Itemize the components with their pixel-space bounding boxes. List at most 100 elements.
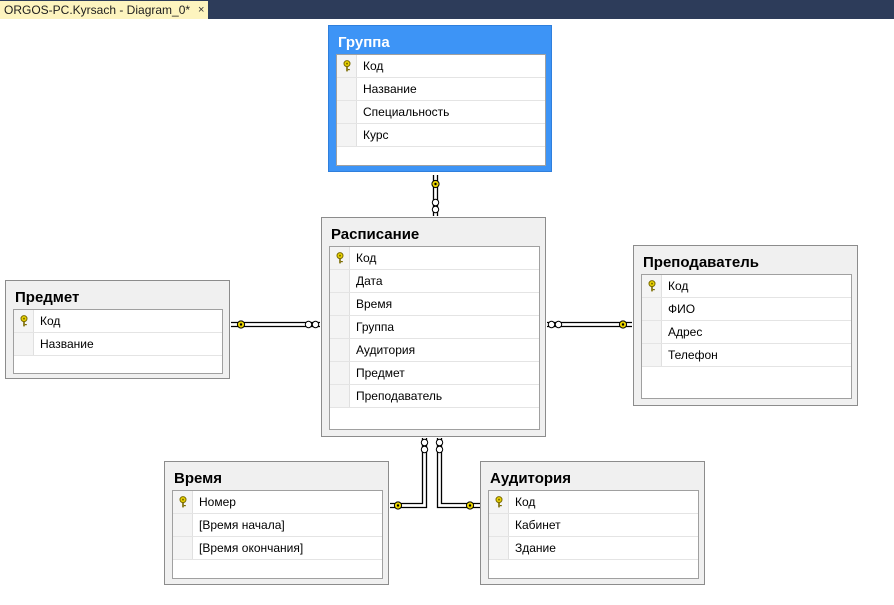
row-selector[interactable] bbox=[337, 78, 357, 100]
column-row[interactable]: Аудитория bbox=[330, 339, 539, 362]
row-selector[interactable] bbox=[330, 247, 350, 269]
column-row[interactable]: Название bbox=[14, 333, 222, 356]
column-name: Дата bbox=[356, 274, 383, 288]
row-selector[interactable] bbox=[330, 293, 350, 315]
column-row[interactable]: Код bbox=[489, 491, 698, 514]
diagram-tab[interactable]: ORGOS-PC.Kyrsach - Diagram_0* × bbox=[0, 1, 209, 19]
row-selector[interactable] bbox=[14, 333, 34, 355]
table-title: Время bbox=[174, 470, 222, 487]
column-row[interactable]: Телефон bbox=[642, 344, 851, 367]
column-row[interactable]: Здание bbox=[489, 537, 698, 560]
column-row[interactable]: Код bbox=[330, 247, 539, 270]
column-name: Код bbox=[40, 314, 61, 328]
row-selector[interactable] bbox=[330, 339, 350, 361]
table-title: Аудитория bbox=[490, 470, 571, 487]
column-name: ФИО bbox=[668, 302, 696, 316]
relation-predmet-raspisanie[interactable] bbox=[231, 320, 320, 329]
column-name: Название bbox=[363, 82, 417, 96]
title-bar: ORGOS-PC.Kyrsach - Diagram_0* × bbox=[0, 0, 894, 19]
column-name: Курс bbox=[363, 128, 389, 142]
column-name: Аудитория bbox=[356, 343, 416, 357]
column-name: Название bbox=[40, 337, 94, 351]
row-selector[interactable] bbox=[642, 298, 662, 320]
row-selector[interactable] bbox=[337, 55, 357, 77]
row-selector[interactable] bbox=[14, 310, 34, 332]
relation-prepodavatel-raspisanie[interactable] bbox=[547, 320, 632, 329]
row-selector[interactable] bbox=[337, 101, 357, 123]
column-name: Предмет bbox=[356, 366, 405, 380]
relation-gruppa-raspisanie[interactable] bbox=[431, 175, 440, 216]
row-selector[interactable] bbox=[337, 124, 357, 146]
primary-key-icon bbox=[647, 280, 657, 292]
column-name: [Время начала] bbox=[199, 518, 285, 532]
relation-auditoriya-raspisanie[interactable] bbox=[435, 438, 480, 510]
column-name: Код bbox=[668, 279, 689, 293]
column-row[interactable]: Название bbox=[337, 78, 545, 101]
table-title: Предмет bbox=[15, 289, 80, 306]
row-selector[interactable] bbox=[173, 537, 193, 559]
column-name: Кабинет bbox=[515, 518, 561, 532]
row-selector[interactable] bbox=[489, 514, 509, 536]
primary-key-icon bbox=[19, 315, 29, 327]
row-selector[interactable] bbox=[173, 514, 193, 536]
relation-vremya-raspisanie[interactable] bbox=[390, 438, 429, 510]
row-selector[interactable] bbox=[642, 344, 662, 366]
row-selector[interactable] bbox=[330, 316, 350, 338]
column-name: Здание bbox=[515, 541, 556, 555]
row-selector[interactable] bbox=[330, 385, 350, 407]
column-name: [Время окончания] bbox=[199, 541, 304, 555]
table-title: Расписание bbox=[331, 226, 420, 243]
column-row[interactable]: Номер bbox=[173, 491, 382, 514]
column-name: Номер bbox=[199, 495, 236, 509]
column-row[interactable]: Кабинет bbox=[489, 514, 698, 537]
column-row[interactable]: [Время окончания] bbox=[173, 537, 382, 560]
primary-key-icon bbox=[178, 496, 188, 508]
column-row[interactable]: Код bbox=[337, 55, 545, 78]
primary-key-icon bbox=[494, 496, 504, 508]
column-name: Специальность bbox=[363, 105, 450, 119]
column-row[interactable]: Преподаватель bbox=[330, 385, 539, 408]
column-row[interactable]: Предмет bbox=[330, 362, 539, 385]
primary-key-icon bbox=[335, 252, 345, 264]
column-name: Время bbox=[356, 297, 393, 311]
column-grid: Номер [Время начала] [Время окончания] bbox=[172, 490, 383, 579]
table-vremya[interactable]: Время Номер [Время начала] [Время окончани… bbox=[164, 461, 389, 585]
row-selector[interactable] bbox=[489, 537, 509, 559]
row-selector[interactable] bbox=[173, 491, 193, 513]
column-row[interactable]: Курс bbox=[337, 124, 545, 147]
close-icon[interactable]: × bbox=[198, 4, 205, 16]
column-row[interactable]: Специальность bbox=[337, 101, 545, 124]
row-selector[interactable] bbox=[489, 491, 509, 513]
column-name: Адрес bbox=[668, 325, 703, 339]
column-name: Преподаватель bbox=[356, 389, 443, 403]
column-name: Код bbox=[515, 495, 536, 509]
column-row[interactable]: Время bbox=[330, 293, 539, 316]
row-selector[interactable] bbox=[330, 270, 350, 292]
column-row[interactable]: Адрес bbox=[642, 321, 851, 344]
column-row[interactable]: Группа bbox=[330, 316, 539, 339]
column-name: Код bbox=[363, 59, 384, 73]
column-row[interactable]: [Время начала] bbox=[173, 514, 382, 537]
column-row[interactable]: Код bbox=[642, 275, 851, 298]
diagram-tab-label: ORGOS-PC.Kyrsach - Diagram_0* bbox=[4, 3, 191, 17]
row-selector[interactable] bbox=[330, 362, 350, 384]
row-selector[interactable] bbox=[642, 275, 662, 297]
row-selector[interactable] bbox=[642, 321, 662, 343]
table-title: Преподаватель bbox=[643, 254, 759, 271]
column-name: Телефон bbox=[668, 348, 718, 362]
column-row[interactable]: Код bbox=[14, 310, 222, 333]
column-row[interactable]: Дата bbox=[330, 270, 539, 293]
column-name: Код bbox=[356, 251, 377, 265]
primary-key-icon bbox=[342, 60, 352, 72]
column-name: Группа bbox=[356, 320, 395, 334]
column-row[interactable]: ФИО bbox=[642, 298, 851, 321]
table-title: Группа bbox=[338, 34, 390, 51]
